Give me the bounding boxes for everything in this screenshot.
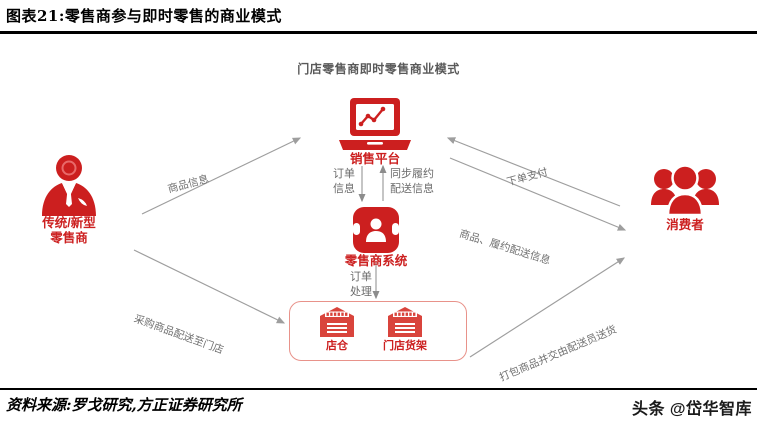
node-retailer-system-label: 零售商系统 xyxy=(344,254,408,268)
arrow-platform-to-consumer xyxy=(449,157,627,231)
laptop-chart-icon xyxy=(339,98,411,150)
node-retailer[interactable]: 传统/新型 零售商 xyxy=(6,154,132,246)
store-item-shelf[interactable]: 门店货架 xyxy=(372,305,438,353)
flow-order-info-line1: 订单 xyxy=(333,168,355,180)
arrow-connectors xyxy=(133,137,627,358)
store-shelf-label: 门店货架 xyxy=(383,340,427,352)
arrow-retailer-to-platform xyxy=(141,137,302,215)
arrow-store-to-consumer xyxy=(469,257,626,358)
diagram-subtitle: 门店零售商即时零售商业模式 xyxy=(297,62,460,76)
flow-sync-line2: 配送信息 xyxy=(390,183,434,195)
flow-label-order-info: 订单 信息 xyxy=(311,167,355,197)
people-group-icon xyxy=(651,164,719,217)
store-warehouse-label: 店仓 xyxy=(326,340,348,352)
store-container-box xyxy=(289,301,467,361)
warehouse-icon xyxy=(320,307,354,337)
flow-order-proc-line2: 处理 xyxy=(350,286,372,298)
warehouse-icon xyxy=(388,307,422,337)
node-consumer-label: 消费者 xyxy=(666,218,704,232)
node-retailer-label-line2: 零售商 xyxy=(50,231,88,245)
node-consumer[interactable]: 消费者 xyxy=(622,164,748,233)
flow-label-sync-fulfillment: 同步履约 配送信息 xyxy=(390,167,470,197)
store-item-warehouse[interactable]: 店仓 xyxy=(304,305,370,353)
source-note: 资料来源:罗戈研究,方正证券研究所 xyxy=(6,396,242,414)
watermark: 头条 @岱华智库 xyxy=(631,401,752,418)
flow-label-order-processing: 订单 处理 xyxy=(330,270,372,300)
title-divider xyxy=(0,31,757,34)
node-retailer-system[interactable]: 零售商系统 xyxy=(320,206,432,269)
node-sales-platform[interactable]: 销售平台 xyxy=(310,96,440,167)
node-retailer-label-line1: 传统/新型 xyxy=(42,216,96,230)
node-sales-platform-label: 销售平台 xyxy=(349,152,400,166)
arrow-consumer-to-platform xyxy=(446,137,621,207)
business-model-diagram: 门店零售商即时零售商业模式 xyxy=(0,34,757,388)
page-title: 图表21:零售商参与即时零售的商业模式 xyxy=(6,7,282,25)
footer-divider xyxy=(0,388,757,390)
flow-order-info-line2: 信息 xyxy=(333,183,355,195)
arrow-retailer-to-store xyxy=(133,249,286,324)
flow-sync-line1: 同步履约 xyxy=(390,168,434,180)
flow-order-proc-line1: 订单 xyxy=(350,271,372,283)
user-card-icon xyxy=(353,207,399,253)
businessman-icon xyxy=(42,155,96,216)
